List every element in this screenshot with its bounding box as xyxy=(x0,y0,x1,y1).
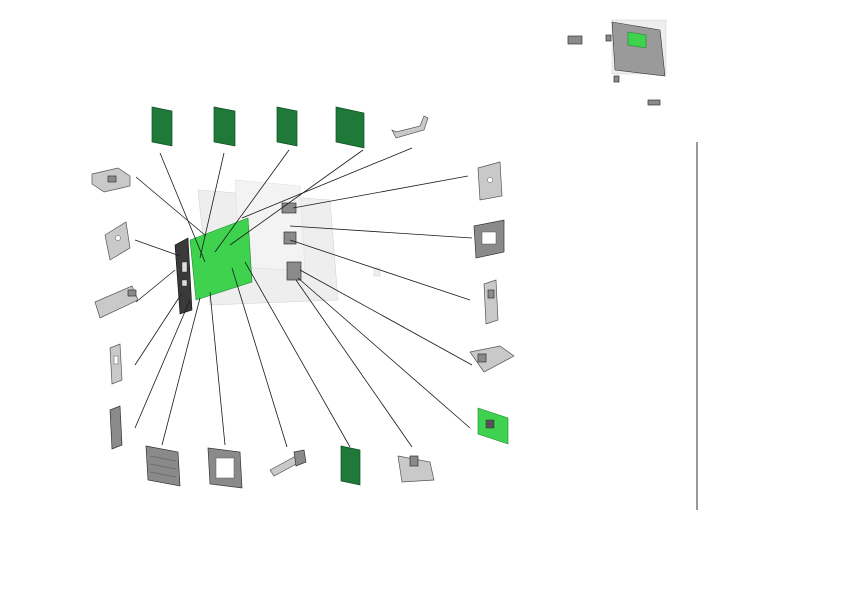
thumbnail-part-d xyxy=(647,99,661,106)
small-green-board xyxy=(477,407,509,445)
thumbnail-part-c xyxy=(613,75,620,83)
thumbnail-part-a xyxy=(567,35,583,45)
right-plate-1 xyxy=(477,161,503,201)
leader-left-rail-1 xyxy=(134,292,183,366)
left-rail-2 xyxy=(109,405,123,450)
leader-small-green-board xyxy=(297,277,471,429)
leader-right-rail xyxy=(289,239,471,301)
right-rail xyxy=(483,279,499,325)
pcb-card-3 xyxy=(276,106,298,147)
leader-bottom-clip-bracket xyxy=(295,279,413,448)
thumbnail-frame xyxy=(611,21,666,77)
leader-top-left-bracket xyxy=(135,176,207,237)
assembly-right-bracket-3 xyxy=(286,261,302,281)
top-left-bracket xyxy=(91,167,131,193)
assembly-connector-1 xyxy=(181,261,188,273)
heatsink-block xyxy=(145,445,181,487)
pcb-card-4 xyxy=(335,106,365,149)
leader-left-cover-plate xyxy=(135,269,176,303)
frame-bracket xyxy=(207,447,243,489)
leader-shaft-pin xyxy=(231,267,288,448)
leader-lines xyxy=(134,147,473,448)
thumbnail-part-b xyxy=(605,34,612,42)
bottom-pcb-card xyxy=(340,445,361,486)
right-plate-2 xyxy=(473,219,505,259)
left-cover-plate xyxy=(94,285,139,319)
thumbnail-pcb xyxy=(627,31,647,49)
bottom-clip-bracket xyxy=(397,455,435,483)
leader-pcb-card-2 xyxy=(199,152,225,259)
leader-left-rail-2 xyxy=(134,299,191,429)
shaft-pin xyxy=(269,449,307,477)
left-bracket-2 xyxy=(104,221,131,261)
assembly-main-pcb xyxy=(189,217,253,301)
pcb-card-1 xyxy=(151,106,173,147)
leader-pcb-card-4 xyxy=(229,149,364,246)
leader-right-angle-bracket xyxy=(299,269,473,366)
leader-heatsink-block xyxy=(161,297,201,446)
left-rail-1 xyxy=(109,343,123,385)
leader-pcb-card-1 xyxy=(159,152,206,263)
handle xyxy=(391,115,429,139)
leader-bottom-pcb-card xyxy=(244,261,351,448)
leader-frame-bracket xyxy=(209,291,226,446)
leader-pcb-card-3 xyxy=(214,149,290,253)
leader-right-plate-2 xyxy=(289,225,473,239)
assembly-connector-2 xyxy=(181,279,188,287)
leader-handle xyxy=(241,147,413,219)
assembly-small-part xyxy=(373,267,381,277)
assembly-front-panel xyxy=(174,237,193,315)
central-assembly xyxy=(174,179,381,315)
pcb-card-2 xyxy=(213,106,236,147)
overview-thumbnail xyxy=(567,19,667,106)
leader-right-plate-1 xyxy=(292,175,469,209)
assembly-right-bracket-2 xyxy=(283,231,297,245)
leader-left-bracket-2 xyxy=(134,239,181,257)
right-angle-bracket xyxy=(469,345,515,373)
